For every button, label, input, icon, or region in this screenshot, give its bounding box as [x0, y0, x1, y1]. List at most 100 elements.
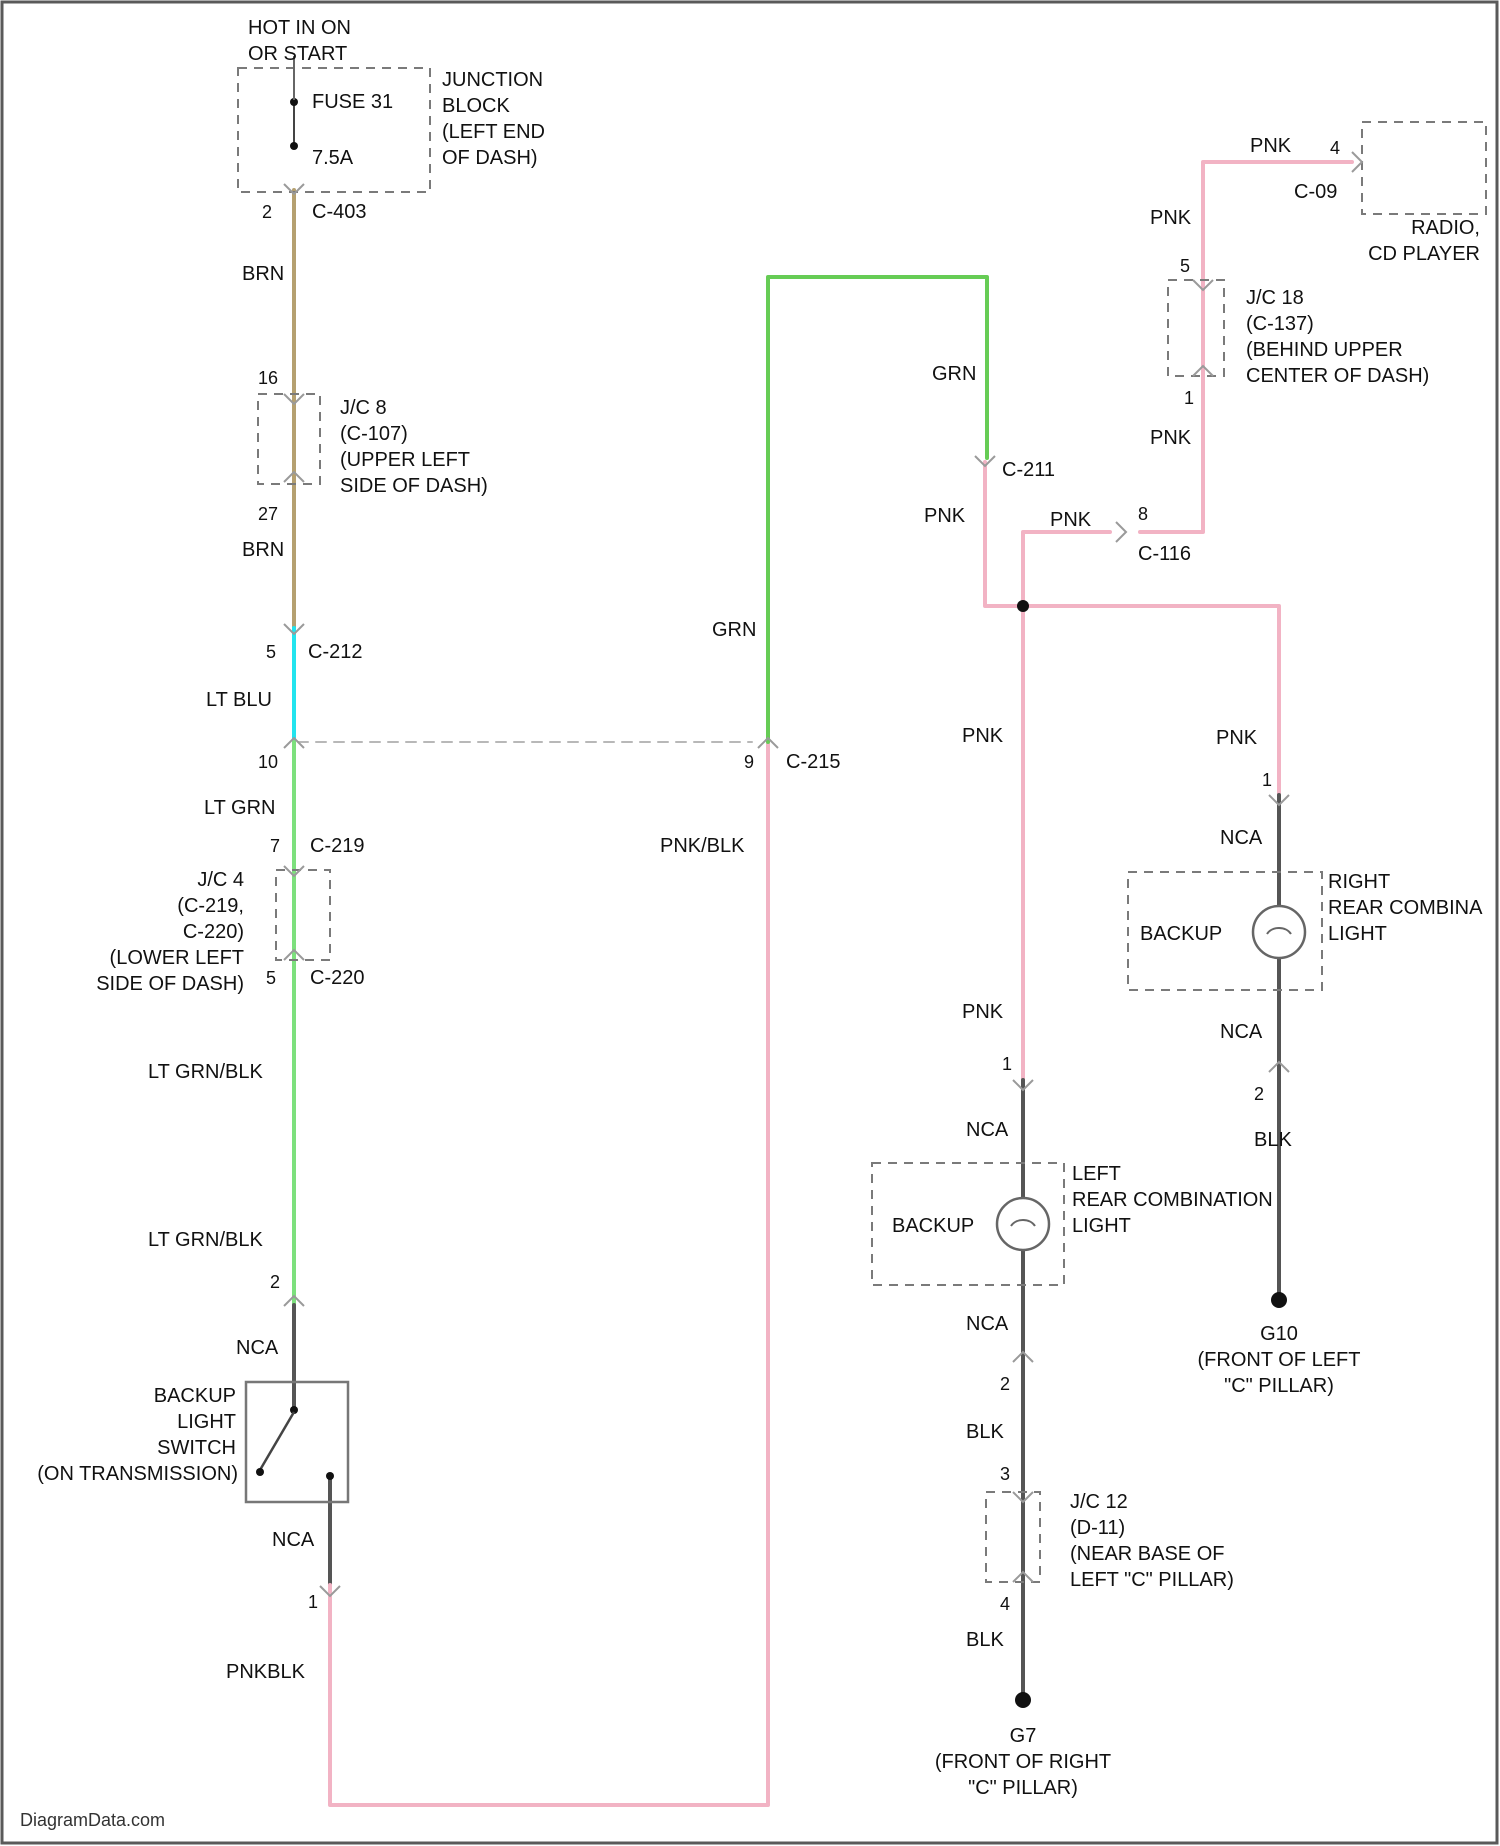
backup-switch-label-2: LIGHT: [177, 1411, 236, 1433]
left-rear-label-3: LIGHT: [1072, 1215, 1131, 1237]
c116-pin: 8: [1138, 504, 1148, 524]
c215-label: C-215: [786, 751, 840, 773]
jc12-pin-bottom: 4: [1000, 1594, 1010, 1614]
grn-label-1: GRN: [712, 619, 756, 641]
pnk-label-jc18-bottom: PNK: [1150, 427, 1192, 449]
jc8-pin-bottom: 27: [258, 504, 278, 524]
g10-label-1: G10: [1260, 1323, 1298, 1345]
radio-box: [1362, 122, 1486, 214]
nca-left-lamp-bottom: NCA: [966, 1313, 1009, 1335]
junction-block-label-3: (LEFT END: [442, 121, 545, 143]
pnk-label-radio: PNK: [1250, 135, 1292, 157]
c220-pin: 5: [266, 968, 276, 988]
pnk-label-left-upper: PNK: [962, 725, 1004, 747]
pnk-label-c116: PNK: [1050, 509, 1092, 531]
jc4-label-1: J/C 4: [197, 869, 244, 891]
junction-block-label-1: JUNCTION: [442, 69, 543, 91]
c09-label: C-09: [1294, 181, 1337, 203]
jc12-label-1: J/C 12: [1070, 1491, 1128, 1513]
right-lamp-pin-bottom: 2: [1254, 1084, 1264, 1104]
g10-label-3: "C" PILLAR): [1224, 1375, 1334, 1397]
jc18-label-1: J/C 18: [1246, 287, 1304, 309]
jc12-box: [986, 1492, 1040, 1582]
fuse-label: FUSE 31: [312, 91, 393, 113]
fuse-terminal-bottom: [290, 142, 298, 150]
lt-grn-blk-label-2: LT GRN/BLK: [148, 1229, 264, 1251]
c403-pin: 2: [262, 202, 272, 222]
left-rear-label-2: REAR COMBINATION: [1072, 1189, 1273, 1211]
connectors: [284, 152, 1362, 1596]
grn-label-2: GRN: [932, 363, 976, 385]
jc4-label-4: (LOWER LEFT: [110, 947, 244, 969]
jc12-label-2: (D-11): [1070, 1517, 1125, 1539]
jc4-label-3: C-220): [183, 921, 244, 943]
c215-pin: 9: [744, 752, 754, 772]
wire-pnk-right-lamp: [1023, 606, 1279, 795]
jc8-box: [258, 394, 320, 484]
pin-10: 10: [258, 752, 278, 772]
jc18-box: [1168, 280, 1224, 376]
radio-label-1: RADIO,: [1411, 217, 1480, 239]
right-rear-label-2: REAR COMBINA: [1328, 897, 1483, 919]
splice-dot: [1017, 600, 1029, 612]
pnk-label-c211: PNK: [924, 505, 966, 527]
jc18-label-2: (C-137): [1246, 313, 1314, 335]
pnk-blk-label: PNK/BLK: [660, 835, 745, 857]
backup-switch-label-3: SWITCH: [157, 1437, 236, 1459]
ground-g10-icon: [1271, 1292, 1287, 1308]
c212-pin: 5: [266, 642, 276, 662]
pnkblk-label-left: PNKBLK: [226, 1661, 306, 1683]
hot-label-2: OR START: [248, 43, 347, 65]
jc4-label-5: SIDE OF DASH): [96, 973, 244, 995]
c219-pin: 7: [270, 836, 280, 856]
lt-grn-blk-label-1: LT GRN/BLK: [148, 1061, 264, 1083]
watermark: DiagramData.com: [20, 1810, 165, 1830]
pnk-label-left-lower: PNK: [962, 1001, 1004, 1023]
junction-block-box: [238, 68, 430, 192]
backup-switch-label-4: (ON TRANSMISSION): [37, 1463, 238, 1485]
jc8-label-2: (C-107): [340, 423, 408, 445]
backup-switch-box: [246, 1382, 348, 1502]
jc18-pin-top: 5: [1180, 256, 1190, 276]
switch-terminal-left: [256, 1468, 264, 1476]
c403-label: C-403: [312, 201, 366, 223]
lt-blu-label: LT BLU: [206, 689, 272, 711]
switch-pin-top: 2: [270, 1272, 280, 1292]
jc8-label-3: (UPPER LEFT: [340, 449, 470, 471]
c211-label: C-211: [1002, 459, 1055, 481]
backup-switch-label-1: BACKUP: [154, 1385, 236, 1407]
ground-g7-icon: [1015, 1692, 1031, 1708]
switch-contact-icon: [260, 1412, 294, 1470]
fuse-rating: 7.5A: [312, 147, 354, 169]
jc12-pin-top: 3: [1000, 1464, 1010, 1484]
c220-label: C-220: [310, 967, 364, 989]
nca-switch-bottom: NCA: [272, 1529, 315, 1551]
brn-label-1: BRN: [242, 263, 284, 285]
blk-label-left-1: BLK: [966, 1421, 1004, 1443]
blk-label-right: BLK: [1254, 1129, 1292, 1151]
left-lamp-pin-top: 1: [1002, 1054, 1012, 1074]
lt-grn-label: LT GRN: [204, 797, 276, 819]
wire-pnk-c211-splice: [985, 462, 1023, 606]
jc18-pin-bottom: 1: [1184, 388, 1194, 408]
jc8-label-4: SIDE OF DASH): [340, 475, 488, 497]
pnk-label-right: PNK: [1216, 727, 1258, 749]
switch-pin-bottom: 1: [308, 1592, 318, 1612]
nca-left-lamp-top: NCA: [966, 1119, 1009, 1141]
c219-label: C-219: [310, 835, 364, 857]
pnk-label-jc18-top: PNK: [1150, 207, 1192, 229]
jc12-label-4: LEFT "C" PILLAR): [1070, 1569, 1234, 1591]
radio-label-2: CD PLAYER: [1368, 243, 1480, 265]
jc8-label-1: J/C 8: [340, 397, 387, 419]
wire-pnk-c116: [1023, 532, 1110, 606]
left-lamp-pin-bottom: 2: [1000, 1374, 1010, 1394]
right-lamp-pin-top: 1: [1262, 770, 1272, 790]
nca-right-lamp-top: NCA: [1220, 827, 1263, 849]
jc18-label-3: (BEHIND UPPER: [1246, 339, 1403, 361]
left-lamp-backup-label: BACKUP: [892, 1215, 974, 1237]
jc12-label-3: (NEAR BASE OF: [1070, 1543, 1224, 1565]
g10-label-2: (FRONT OF LEFT: [1198, 1349, 1361, 1371]
switch-terminal-right: [326, 1472, 334, 1480]
blk-label-left-2: BLK: [966, 1629, 1004, 1651]
